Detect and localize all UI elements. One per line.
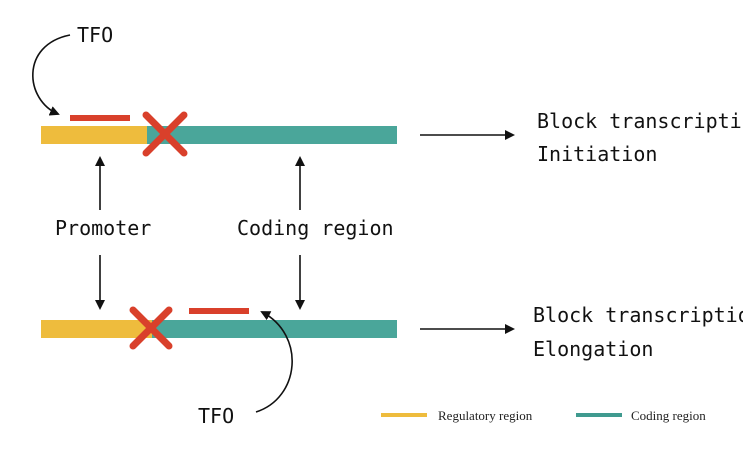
promoter-label: Promoter (55, 216, 151, 240)
tfo-label-bottom: TFO (198, 404, 234, 428)
tfo-bottom-curved-arrow (255, 311, 293, 413)
top-dna-strand (41, 111, 397, 157)
top-tfo-bar (70, 115, 130, 121)
result-top-line1: Block transcription (537, 109, 743, 133)
result-bottom-line1: Block transcription (533, 303, 743, 327)
top-regulatory-region (41, 126, 147, 144)
bottom-coding-region (152, 320, 397, 338)
tfo-label-top: TFO (77, 23, 113, 47)
legend-swatch-regulatory (381, 413, 427, 417)
top-block-x-icon (142, 111, 188, 157)
legend: Regulatory region Coding region (381, 408, 706, 423)
result-bottom-line2: Elongation (533, 337, 653, 361)
legend-label-coding: Coding region (631, 408, 706, 423)
top-coding-region (147, 126, 397, 144)
result-top-line2: Initiation (537, 142, 657, 166)
bottom-regulatory-region (41, 320, 152, 338)
coding-region-label: Coding region (237, 216, 394, 240)
tfo-top-curved-arrow (32, 34, 71, 116)
bottom-dna-strand (41, 306, 397, 350)
bottom-tfo-bar (189, 308, 249, 314)
legend-swatch-coding (576, 413, 622, 417)
legend-label-regulatory: Regulatory region (438, 408, 533, 423)
bottom-block-x-icon (129, 306, 173, 350)
